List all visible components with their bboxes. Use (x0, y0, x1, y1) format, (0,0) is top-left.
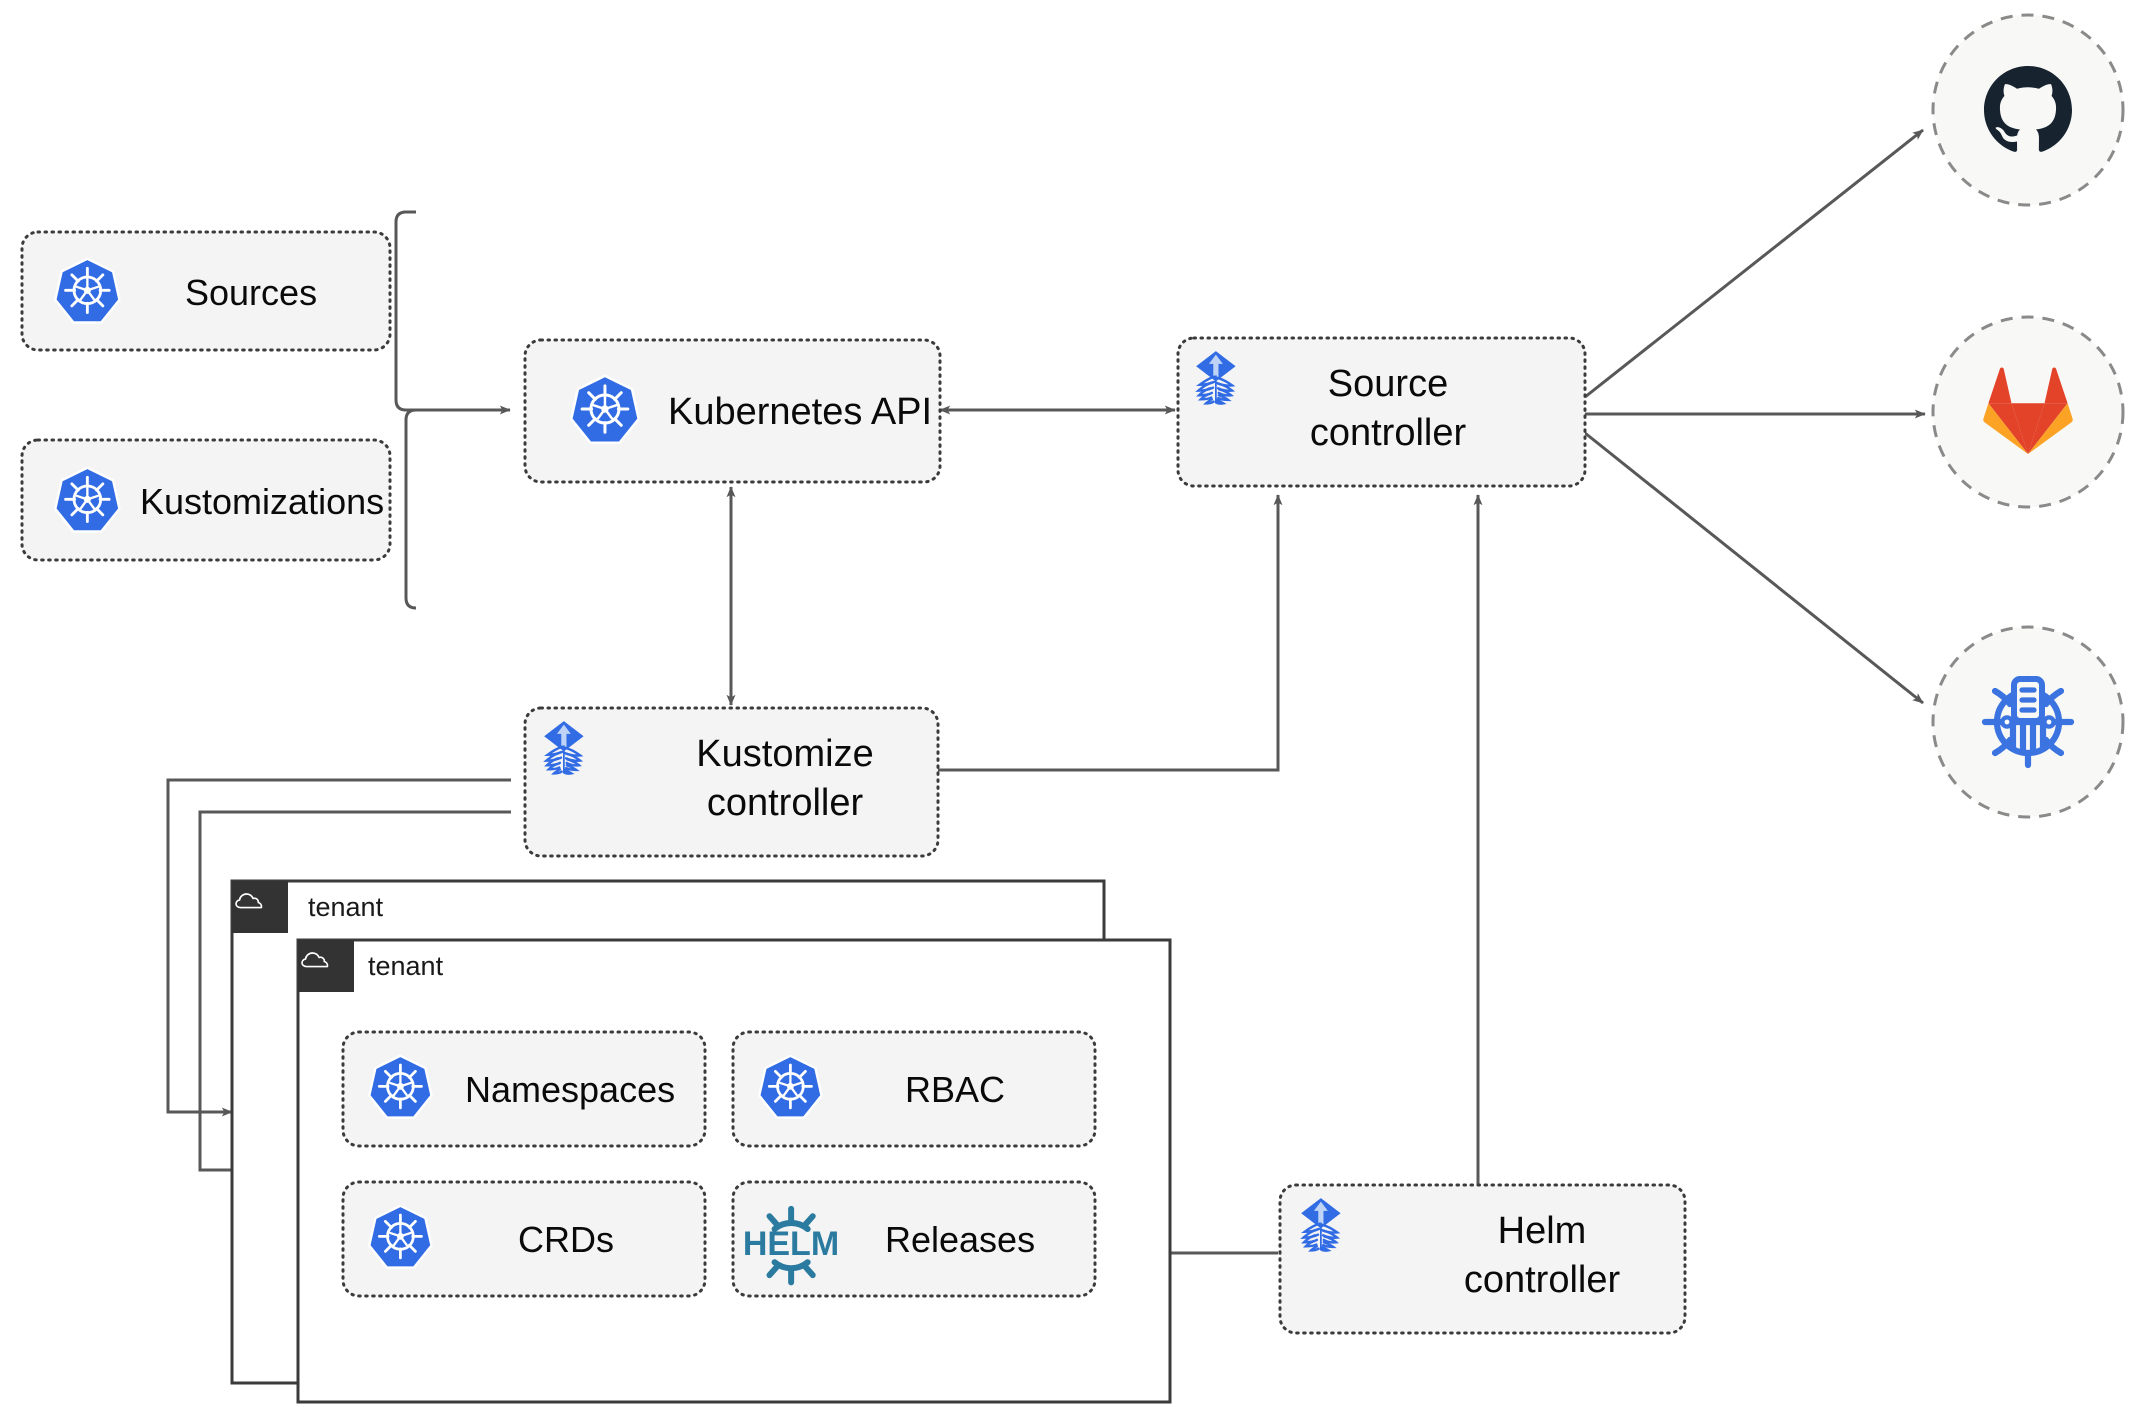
node-helm-controller-label-1: Helm (1498, 1210, 1587, 1252)
tenant-back-label: tenant (308, 892, 384, 922)
node-rbac-label: RBAC (905, 1069, 1005, 1110)
node-kubernetes-api[interactable]: Kubernetes API (523, 338, 942, 484)
node-sources[interactable]: Sources (20, 230, 392, 352)
connectors (166, 128, 1926, 1258)
node-kustomize-controller-label-2: controller (707, 782, 864, 824)
node-helm-repository[interactable] (1931, 625, 2125, 819)
edge-source-to-helmrepo (1584, 431, 1924, 705)
node-releases-label: Releases (885, 1219, 1035, 1260)
node-source-controller-label-1: Source (1328, 363, 1448, 405)
node-helm-controller[interactable]: Helm controller (1278, 1183, 1687, 1335)
node-releases[interactable]: HELM Releases (731, 1180, 1097, 1298)
node-kustomize-controller-label-1: Kustomize (696, 733, 873, 775)
node-helm-controller-label-2: controller (1464, 1259, 1621, 1301)
node-namespaces-label: Namespaces (465, 1069, 675, 1110)
tenant-front-container[interactable]: tenant (296, 938, 1172, 1404)
kubernetes-icon (371, 1207, 431, 1266)
node-kustomize-controller[interactable]: Kustomize controller (523, 706, 940, 858)
kubernetes-icon (57, 469, 119, 530)
node-kustomizations[interactable]: Kustomizations (20, 438, 392, 562)
kubernetes-icon (57, 260, 119, 321)
kubernetes-icon (371, 1057, 431, 1116)
kubernetes-icon (761, 1057, 821, 1116)
helm-repository-icon (1985, 679, 2071, 765)
node-rbac[interactable]: RBAC (731, 1030, 1097, 1148)
node-gitlab[interactable] (1931, 315, 2125, 509)
tenant-front-label: tenant (368, 951, 444, 981)
helm-icon-wordmark: HELM (743, 1225, 839, 1263)
node-github[interactable] (1931, 13, 2125, 207)
kubernetes-icon (573, 377, 638, 441)
edge-kustomize-to-source (938, 494, 1283, 772)
node-kubernetes-api-label: Kubernetes API (668, 391, 932, 433)
node-sources-label: Sources (185, 272, 317, 313)
node-source-controller[interactable]: Source controller (1176, 336, 1587, 488)
node-source-controller-label-2: controller (1310, 412, 1467, 454)
edge-source-to-github (1584, 128, 1924, 399)
node-kustomizations-label: Kustomizations (140, 481, 384, 522)
node-crds-label: CRDs (518, 1219, 614, 1260)
node-namespaces[interactable]: Namespaces (341, 1030, 707, 1148)
node-crds[interactable]: CRDs (341, 1180, 707, 1298)
